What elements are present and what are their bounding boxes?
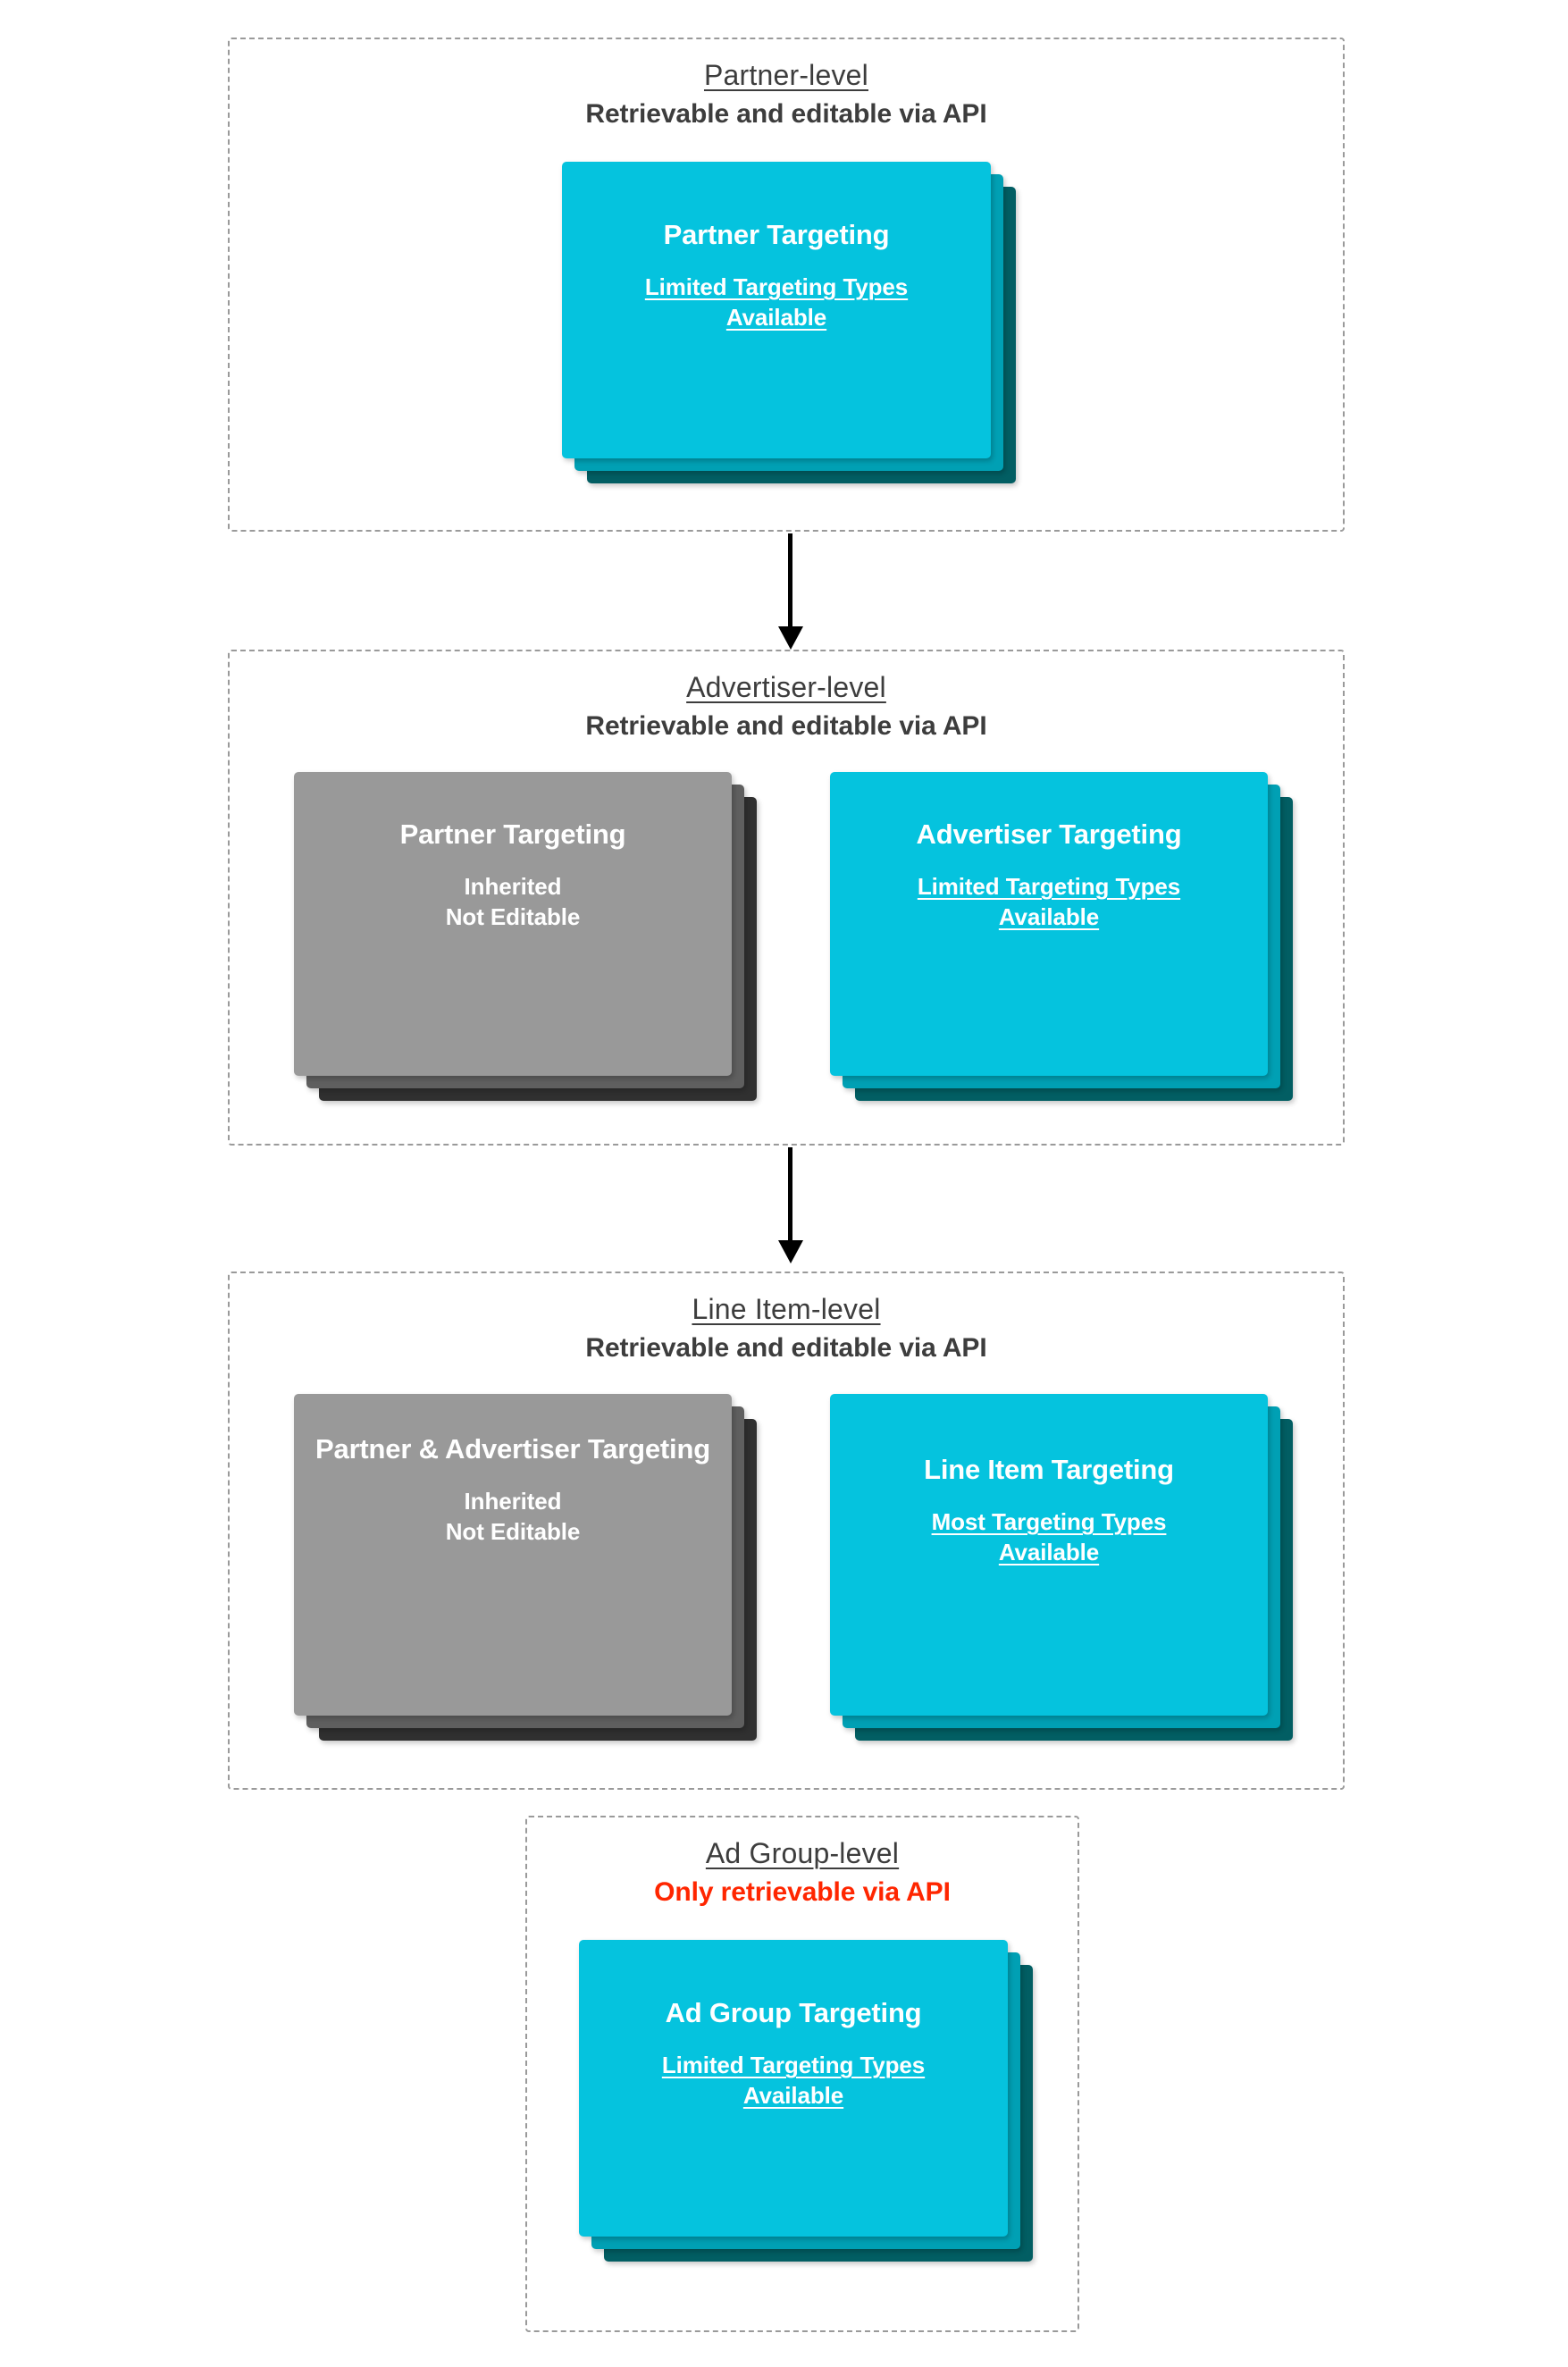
level-title-advertiser: Advertiser-level (686, 671, 886, 703)
card-title-line-item-inherited: Partner & Advertiser Targeting (315, 1433, 710, 1465)
card-body-line-item-targeting: Line Item Targeting Most Targeting Types… (830, 1452, 1268, 1568)
card-subtitle-line-2: Available (998, 1539, 1100, 1566)
card-subtitle-ad-group-targeting: Limited Targeting Types Available (593, 2051, 994, 2111)
card-title-ad-group-targeting: Ad Group Targeting (665, 1997, 922, 2028)
connector-partner-to-advertiser (773, 533, 809, 650)
card-subtitle-line-1: Limited Targeting Types (917, 873, 1181, 901)
level-title-line-item: Line Item-level (692, 1293, 881, 1325)
level-container-advertiser: Advertiser-level Retrievable and editabl… (228, 650, 1345, 1146)
connector-arrowhead (778, 626, 803, 650)
card-body-advertiser-targeting: Advertiser Targeting Limited Targeting T… (830, 817, 1268, 933)
card-title-partner-targeting: Partner Targeting (663, 219, 890, 250)
level-api-note-partner: Retrievable and editable via API (585, 98, 987, 129)
level-header-line-item: Line Item-level Retrievable and editable… (230, 1293, 1343, 1364)
card-stack-partner-targeting[interactable]: Partner Targeting Limited Targeting Type… (562, 162, 1018, 483)
level-api-note-advertiser: Retrievable and editable via API (585, 710, 987, 741)
card-stack-line-item-inherited[interactable]: Partner & Advertiser Targeting Inherited… (294, 1394, 776, 1751)
card-stack-line-item-targeting[interactable]: Line Item Targeting Most Targeting Types… (830, 1394, 1312, 1751)
level-container-partner: Partner-level Retrievable and editable v… (228, 38, 1345, 532)
level-header-ad-group: Ad Group-level Only retrievable via API (527, 1837, 1077, 1909)
card-title-advertiser-inherited-partner: Partner Targeting (399, 818, 626, 850)
card-subtitle-line-1: Most Targeting Types (931, 1508, 1167, 1536)
level-api-note-line-item: Retrievable and editable via API (585, 1332, 987, 1363)
card-body-advertiser-inherited-partner: Partner Targeting Inherited Not Editable (294, 817, 732, 933)
card-body-ad-group-targeting: Ad Group Targeting Limited Targeting Typ… (579, 1995, 1008, 2111)
card-layer-front[interactable]: Advertiser Targeting Limited Targeting T… (830, 772, 1268, 1076)
card-subtitle-partner-targeting: Limited Targeting Types Available (576, 273, 977, 333)
level-api-note-ad-group: Only retrievable via API (654, 1876, 951, 1907)
card-subtitle-line-1: Inherited (464, 873, 562, 901)
connector-arrowhead (778, 1240, 803, 1263)
card-subtitle-line-1: Inherited (464, 1488, 562, 1515)
card-layer-front[interactable]: Partner Targeting Limited Targeting Type… (562, 162, 991, 458)
connector-shaft (788, 533, 792, 628)
card-stack-ad-group-targeting[interactable]: Ad Group Targeting Limited Targeting Typ… (579, 1940, 1035, 2266)
card-subtitle-line-2: Not Editable (445, 1518, 581, 1546)
card-subtitle-line-1: Limited Targeting Types (644, 273, 909, 301)
level-header-partner: Partner-level Retrievable and editable v… (230, 59, 1343, 130)
card-subtitle-line-2: Available (998, 903, 1100, 931)
card-body-partner-targeting: Partner Targeting Limited Targeting Type… (562, 217, 991, 333)
card-subtitle-line-2: Available (742, 2082, 844, 2110)
card-subtitle-line-2: Not Editable (445, 903, 581, 931)
card-subtitle-line-item-inherited: Inherited Not Editable (308, 1487, 717, 1548)
level-title-partner: Partner-level (703, 59, 868, 91)
level-header-advertiser: Advertiser-level Retrievable and editabl… (230, 671, 1343, 743)
level-title-ad-group: Ad Group-level (705, 1837, 900, 1869)
card-subtitle-line-item-targeting: Most Targeting Types Available (844, 1507, 1254, 1568)
card-subtitle-advertiser-targeting: Limited Targeting Types Available (844, 872, 1254, 933)
card-title-line-item-targeting: Line Item Targeting (924, 1454, 1174, 1485)
card-stack-advertiser-targeting[interactable]: Advertiser Targeting Limited Targeting T… (830, 772, 1312, 1103)
card-subtitle-line-2: Available (725, 304, 827, 332)
card-layer-front[interactable]: Partner & Advertiser Targeting Inherited… (294, 1394, 732, 1716)
level-container-line-item: Line Item-level Retrievable and editable… (228, 1272, 1345, 1790)
card-layer-front[interactable]: Line Item Targeting Most Targeting Types… (830, 1394, 1268, 1716)
connector-shaft (788, 1147, 792, 1242)
card-layer-front[interactable]: Ad Group Targeting Limited Targeting Typ… (579, 1940, 1008, 2237)
card-layer-front[interactable]: Partner Targeting Inherited Not Editable (294, 772, 732, 1076)
card-subtitle-advertiser-inherited-partner: Inherited Not Editable (308, 872, 717, 933)
card-title-advertiser-targeting: Advertiser Targeting (916, 818, 1182, 850)
card-stack-advertiser-inherited-partner[interactable]: Partner Targeting Inherited Not Editable (294, 772, 776, 1103)
level-container-ad-group: Ad Group-level Only retrievable via API … (525, 1816, 1079, 2332)
card-subtitle-line-1: Limited Targeting Types (661, 2052, 926, 2079)
card-body-line-item-inherited: Partner & Advertiser Targeting Inherited… (294, 1431, 732, 1548)
connector-advertiser-to-line-item (773, 1147, 809, 1263)
